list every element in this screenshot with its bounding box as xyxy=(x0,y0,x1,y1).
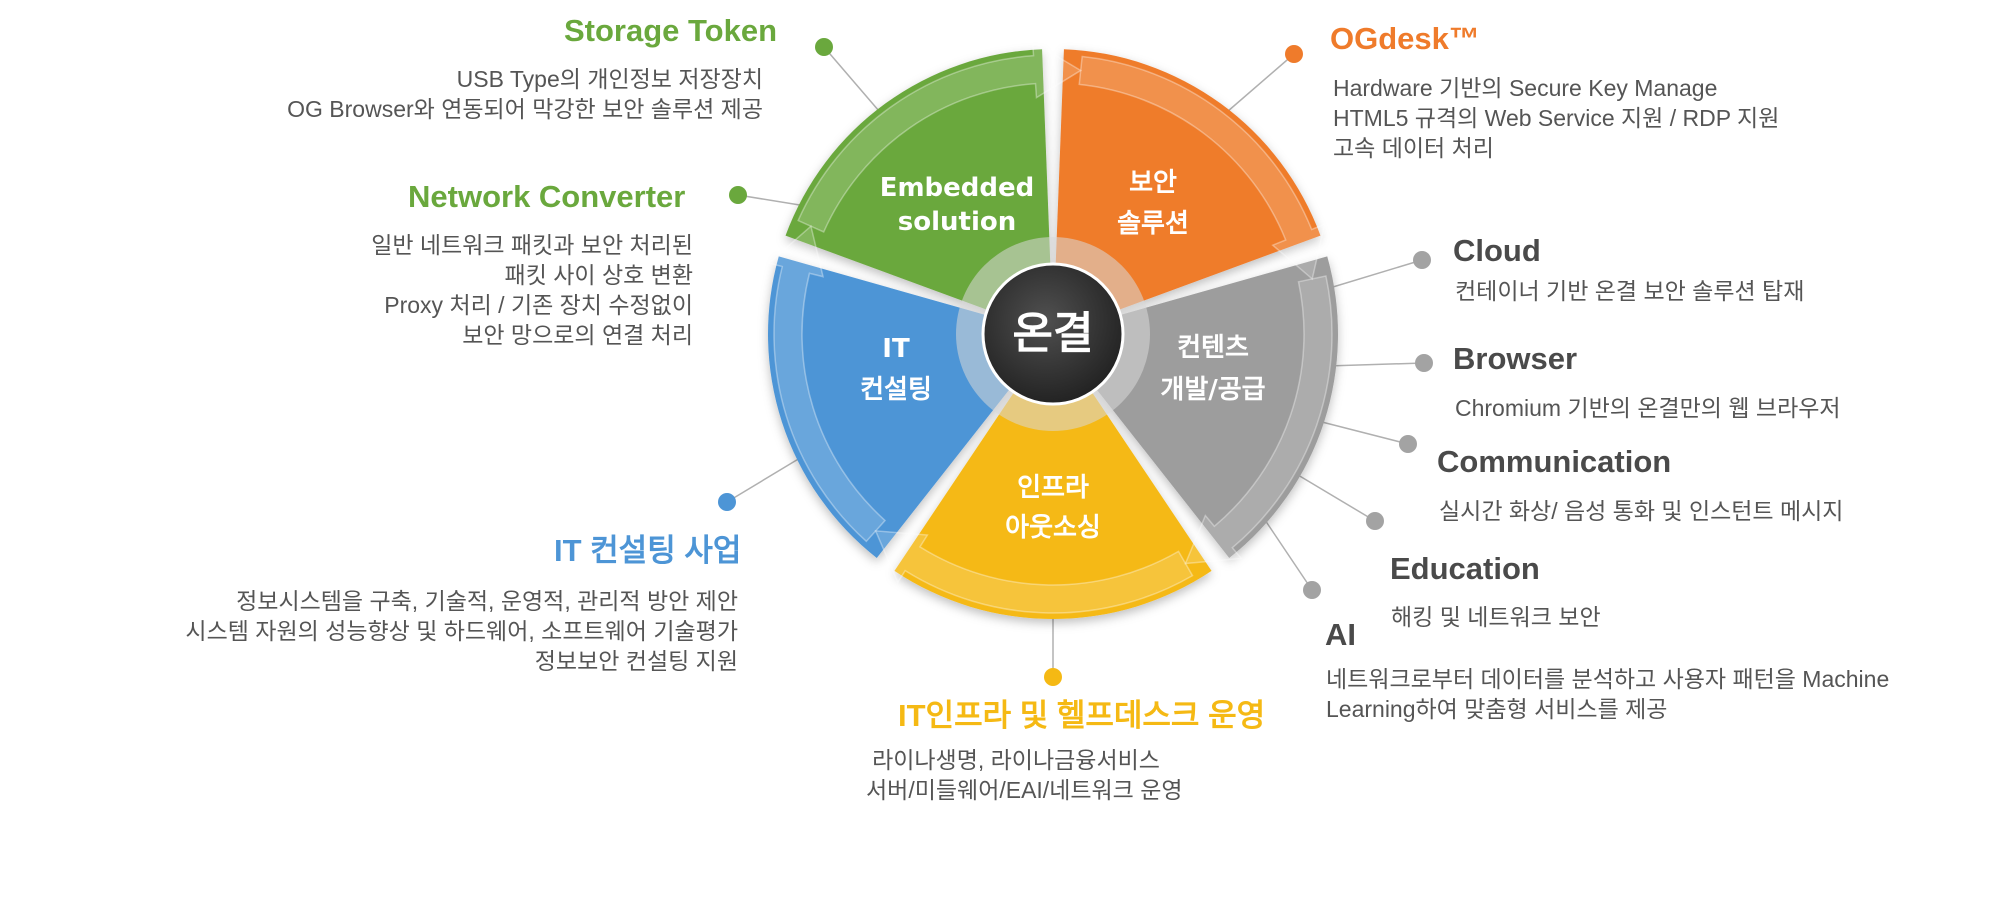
segment-it-line2: 컨설팅 xyxy=(860,375,932,405)
dot-cloud xyxy=(1413,251,1431,269)
it-consulting-desc: 정보시스템을 구축, 기술적, 운영적, 관리적 방안 제안 시스템 자원의 성… xyxy=(185,586,738,676)
network-converter-line: 패킷 사이 상호 변환 xyxy=(504,262,693,288)
arrow-contents xyxy=(1184,275,1333,565)
storage-token-line: OG Browser와 연동되어 막강한 보안 솔루션 제공 xyxy=(287,96,763,122)
segment-contents-line1: 컨텐츠 xyxy=(1177,333,1249,363)
arrow-infra xyxy=(874,530,1194,614)
connector-line-ai xyxy=(1262,516,1313,591)
segment-it-line1: IT xyxy=(882,334,910,364)
segment-embedded-line2: solution xyxy=(898,207,1016,237)
connector-lines xyxy=(726,46,1425,674)
dot-it-infra xyxy=(1044,668,1062,686)
it-infra-line: 라이나생명, 라이나금융서비스 xyxy=(872,747,1160,773)
ogdesk-line: 고속 데이터 처리 xyxy=(1333,135,1494,161)
dot-network-converter xyxy=(729,186,747,204)
segment-infra-line1: 인프라 xyxy=(1017,473,1089,503)
communication-line: 실시간 화상/ 음성 통화 및 인스턴트 메시지 xyxy=(1439,498,1844,524)
arrow-it xyxy=(767,224,887,543)
segment-security xyxy=(1053,49,1321,334)
segment-embedded xyxy=(785,49,1053,334)
network-converter-line: Proxy 처리 / 기존 장치 수정없이 xyxy=(384,292,693,318)
dot-communication xyxy=(1399,435,1417,453)
it-infra-desc: 라이나생명, 라이나금융서비스 서버/미들웨어/EAI/네트워크 운영 xyxy=(866,745,1183,805)
it-infra-title: IT인프라 및 헬프데스크 운영 xyxy=(898,698,1266,733)
cloud-line: 컨테이너 기반 온결 보안 솔루션 탑재 xyxy=(1455,278,1805,304)
storage-token-title: Storage Token xyxy=(564,13,778,48)
arrow-embedded xyxy=(797,40,1083,233)
connector-line-ogdesk xyxy=(1219,53,1295,119)
it-infra-line: 서버/미들웨어/EAI/네트워크 운영 xyxy=(866,777,1183,803)
wheel-arrows xyxy=(767,40,1333,614)
connector-line-education xyxy=(1297,474,1376,522)
arrow-security xyxy=(1078,55,1326,281)
storage-token-line: USB Type의 개인정보 저장장치 xyxy=(456,66,763,92)
ai-line: 네트워크로부터 데이터를 분석하고 사용자 패턴을 Machine xyxy=(1326,666,1890,692)
dot-ai xyxy=(1303,581,1321,599)
dot-storage-token xyxy=(815,38,833,56)
it-consulting-line: 정보보안 컨설팅 지원 xyxy=(534,648,738,674)
network-converter-line: 보안 망으로의 연결 처리 xyxy=(462,322,693,348)
communication-desc: 실시간 화상/ 음성 통화 및 인스턴트 메시지 xyxy=(1439,496,1843,526)
it-consulting-title: IT 컨설팅 사업 xyxy=(554,533,742,568)
dot-education xyxy=(1366,512,1384,530)
ogdesk-line: HTML5 규격의 Web Service 지원 / RDP 지원 xyxy=(1333,105,1780,131)
browser-title: Browser xyxy=(1453,341,1578,376)
connector-line-it-consulting xyxy=(726,451,811,503)
storage-token-desc: USB Type의 개인정보 저장장치 OG Browser와 연동되어 막강한… xyxy=(287,64,763,124)
segment-infra xyxy=(894,334,1212,619)
segment-security-line2: 솔루션 xyxy=(1117,209,1189,239)
hub-label: 온결 xyxy=(1013,308,1094,359)
network-converter-title: Network Converter xyxy=(408,179,686,214)
hub-circle xyxy=(981,262,1125,406)
it-consulting-line: 시스템 자원의 성능향상 및 하드웨어, 소프트웨어 기술평가 xyxy=(185,618,738,644)
segment-labels: Embedded solution 보안 솔루션 컨텐츠 개발/공급 인프라 아… xyxy=(860,168,1266,543)
education-line: 해킹 및 네트워크 보안 xyxy=(1391,604,1601,630)
education-desc: 해킹 및 네트워크 보안 xyxy=(1391,602,1601,632)
education-title: Education xyxy=(1390,551,1540,586)
dot-browser xyxy=(1415,354,1433,372)
connector-line-storage-token xyxy=(823,46,886,119)
ai-desc: 네트워크로부터 데이터를 분석하고 사용자 패턴을 Machine Learni… xyxy=(1326,664,1889,724)
dot-ogdesk xyxy=(1285,45,1303,63)
it-consulting-line: 정보시스템을 구축, 기술적, 운영적, 관리적 방안 제안 xyxy=(236,588,738,614)
ogdesk-desc: Hardware 기반의 Secure Key Manage HTML5 규격의… xyxy=(1333,73,1779,163)
segment-security-line1: 보안 xyxy=(1129,168,1177,198)
connector-line-cloud xyxy=(1322,259,1423,291)
connector-dots xyxy=(718,38,1433,686)
network-converter-desc: 일반 네트워크 패킷과 보안 처리된 패킷 사이 상호 변환 Proxy 처리 … xyxy=(371,230,693,350)
cloud-desc: 컨테이너 기반 온결 보안 솔루션 탑재 xyxy=(1455,276,1804,306)
communication-title: Communication xyxy=(1437,444,1672,479)
ogdesk-line: Hardware 기반의 Secure Key Manage xyxy=(1333,75,1718,101)
ai-line: Learning하여 맞춤형 서비스를 제공 xyxy=(1326,696,1668,722)
segment-contents-line2: 개발/공급 xyxy=(1160,375,1265,405)
segment-embedded-line1: Embedded xyxy=(880,173,1035,203)
cloud-title: Cloud xyxy=(1453,233,1541,268)
connector-line-communication xyxy=(1317,420,1409,445)
network-converter-line: 일반 네트워크 패킷과 보안 처리된 xyxy=(371,232,693,258)
ogdesk-title: OGdesk™ xyxy=(1330,21,1480,56)
wheel-hub: 온결 xyxy=(956,237,1150,431)
browser-line: Chromium 기반의 온결만의 웹 브라우저 xyxy=(1455,395,1841,421)
dot-it-consulting xyxy=(718,493,736,511)
ai-title: AI xyxy=(1325,617,1356,652)
browser-desc: Chromium 기반의 온결만의 웹 브라우저 xyxy=(1455,393,1841,423)
connector-line-browser xyxy=(1326,362,1425,367)
segment-infra-line2: 아웃소싱 xyxy=(1005,513,1101,543)
